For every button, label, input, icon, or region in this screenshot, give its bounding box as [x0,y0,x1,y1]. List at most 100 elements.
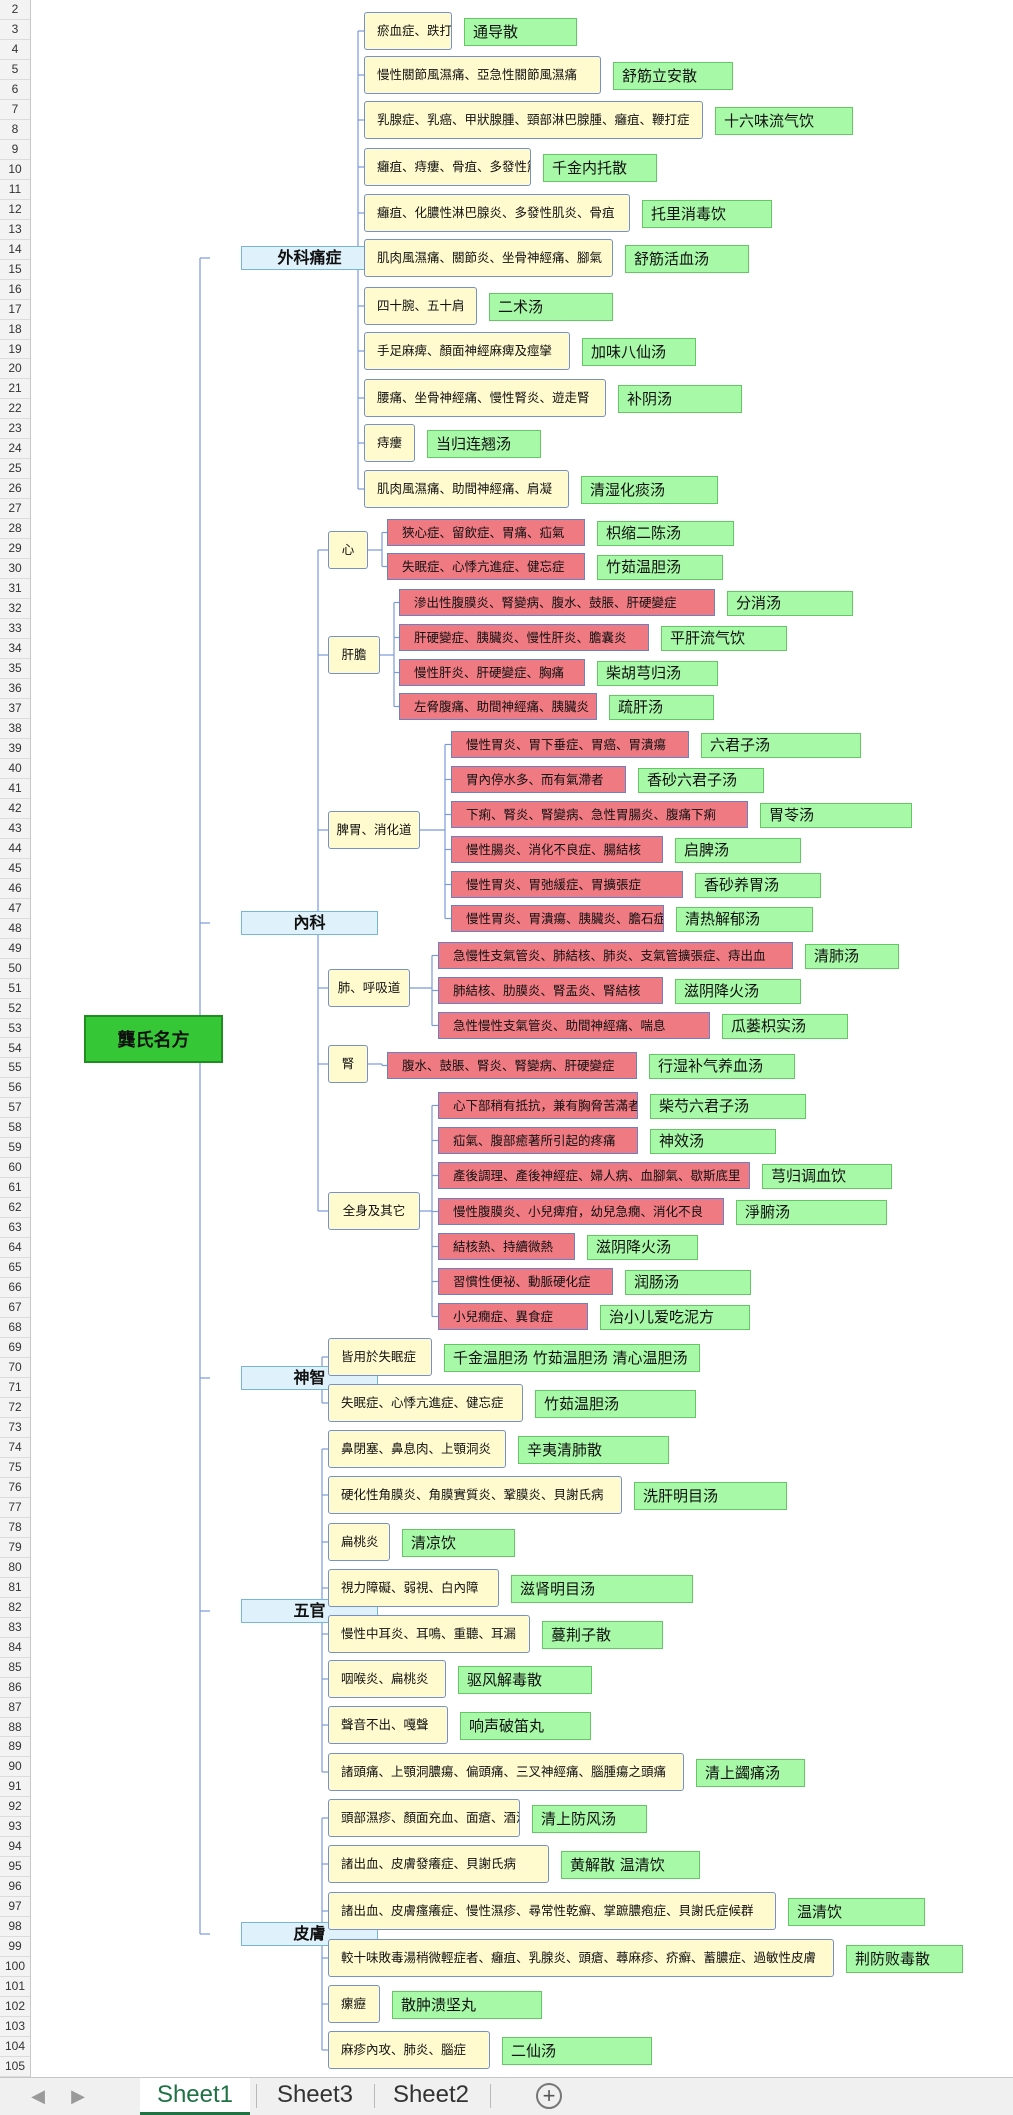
remedy-node[interactable]: 蔓荆子散 [542,1621,663,1649]
row-number[interactable]: 65 [0,1258,30,1279]
symptom-node[interactable]: 慢性胃炎、胃下垂症、胃癌、胃潰瘍 [451,731,689,758]
sheet-tab-3[interactable]: Sheet3 [276,2081,354,2108]
remedy-node[interactable]: 温清饮 [788,1898,925,1926]
sheet-tab-2[interactable]: Sheet2 [392,2081,470,2108]
row-number[interactable]: 24 [0,439,30,460]
symptom-node[interactable]: 痔瘻 [364,424,415,462]
symptom-node[interactable]: 肌肉風濕痛、關節炎、坐骨神經痛、腳氣 [364,239,613,277]
symptom-node[interactable]: 失眠症、心悸亢進症、健忘症 [387,553,585,580]
row-number[interactable]: 40 [0,759,30,779]
row-number[interactable]: 8 [0,120,30,140]
row-number[interactable]: 15 [0,260,30,280]
row-number[interactable]: 2 [0,0,30,20]
row-number[interactable]: 93 [0,1817,30,1838]
row-number[interactable]: 48 [0,919,30,939]
remedy-node[interactable]: 竹茹温胆汤 [597,555,723,580]
root-node[interactable]: 龔氏名方 [84,1015,223,1063]
scroll-first-sheet-icon[interactable]: ◀ [31,2086,45,2106]
row-number[interactable]: 26 [0,479,30,500]
row-number[interactable]: 53 [0,1019,30,1039]
row-number[interactable]: 21 [0,379,30,400]
row-number[interactable]: 70 [0,1358,30,1378]
row-number[interactable]: 89 [0,1737,30,1758]
remedy-node[interactable]: 荆防败毒散 [846,1945,963,1973]
symptom-node[interactable]: 腹水、鼓脹、腎炎、腎變病、肝硬變症 [387,1052,637,1079]
row-number[interactable]: 86 [0,1678,30,1698]
remedy-node[interactable]: 清湿化痰汤 [581,476,718,504]
remedy-node[interactable]: 驱风解毒散 [458,1666,592,1694]
add-sheet-icon[interactable]: + [536,2083,562,2109]
remedy-node[interactable]: 舒筋立安散 [613,62,733,90]
scroll-next-sheet-icon[interactable]: ▶ [71,2086,85,2106]
row-number[interactable]: 51 [0,979,30,999]
row-number[interactable]: 35 [0,659,30,680]
row-number[interactable]: 87 [0,1698,30,1718]
row-number[interactable]: 69 [0,1338,30,1359]
row-number[interactable]: 82 [0,1598,30,1618]
row-number[interactable]: 18 [0,320,30,340]
symptom-node[interactable]: 癰疽、痔瘻、骨疽、多發性筋炎 [364,148,531,186]
symptom-node[interactable]: 慢性腹膜炎、小兒痺疳，幼兒急癇、消化不良 [438,1198,724,1225]
remedy-node[interactable]: 辛夷清肺散 [518,1436,669,1464]
row-number[interactable]: 105 [0,2057,30,2077]
symptom-node[interactable]: 乳腺症、乳癌、甲狀腺腫、頸部淋巴腺腫、癰疽、鞭打症 [364,101,703,139]
row-number[interactable]: 31 [0,579,30,600]
row-number[interactable]: 58 [0,1118,30,1139]
remedy-node[interactable]: 柴芍六君子汤 [650,1094,806,1119]
symptom-node[interactable]: 扁桃炎 [328,1523,390,1561]
row-number[interactable]: 83 [0,1618,30,1638]
symptom-node[interactable]: 皆用於失眠症 [328,1338,432,1376]
row-number[interactable]: 64 [0,1238,30,1259]
row-number[interactable]: 23 [0,419,30,440]
row-number[interactable]: 84 [0,1638,30,1658]
symptom-node[interactable]: 鼻閉塞、鼻息肉、上顎洞炎 [328,1430,506,1468]
row-number[interactable]: 50 [0,959,30,979]
remedy-node[interactable]: 分消汤 [727,591,853,616]
row-number[interactable]: 99 [0,1937,30,1958]
row-number[interactable]: 16 [0,280,30,300]
row-number[interactable]: 91 [0,1777,30,1798]
symptom-node[interactable]: 狹心症、留飲症、胃痛、疝氣 [387,519,585,546]
symptom-node[interactable]: 急慢性支氣管炎、肺結核、肺炎、支氣管擴張症、痔出血 [438,942,793,969]
remedy-node[interactable]: 启脾汤 [675,838,801,863]
row-number[interactable]: 47 [0,899,30,919]
remedy-node[interactable]: 平肝流气饮 [661,626,787,651]
row-number[interactable]: 10 [0,160,30,180]
row-number[interactable]: 88 [0,1718,30,1738]
remedy-node[interactable]: 六君子汤 [701,733,861,758]
row-number[interactable]: 11 [0,180,30,200]
row-number[interactable]: 17 [0,300,30,320]
symptom-node[interactable]: 左脅腹痛、助間神經痛、胰臟炎 [399,693,597,720]
symptom-node[interactable]: 較十味敗毒湯稍微輕症者、癰疽、乳腺炎、頭瘡、蕁麻疹、疥癬、蓄膿症、過敏性皮膚 [328,1939,834,1977]
row-number[interactable]: 12 [0,200,30,220]
row-number[interactable]: 29 [0,539,30,560]
subcategory-gandan[interactable]: 肝膽 [328,636,380,674]
row-number[interactable]: 102 [0,1997,30,2018]
row-number[interactable]: 79 [0,1538,30,1558]
remedy-node[interactable]: 二仙汤 [502,2037,652,2065]
row-number[interactable]: 73 [0,1418,30,1438]
symptom-node[interactable]: 頭部濕疹、顏面充血、面瘡、酒渣鼻 [328,1799,520,1837]
symptom-node[interactable]: 慢性胃炎、胃弛緩症、胃擴張症 [451,871,683,898]
row-number[interactable]: 49 [0,939,30,959]
symptom-node[interactable]: 疝氣、腹部癒著所引起的疼痛 [438,1127,638,1154]
row-number[interactable]: 100 [0,1957,30,1978]
row-number[interactable]: 62 [0,1198,30,1219]
remedy-node[interactable]: 洗肝明目汤 [634,1482,787,1510]
remedy-node[interactable]: 响声破笛丸 [460,1712,591,1740]
symptom-node[interactable]: 硬化性角膜炎、角膜實質炎、鞏膜炎、貝謝氏病 [328,1476,622,1514]
remedy-node[interactable]: 清肺汤 [805,944,899,969]
row-number[interactable]: 44 [0,839,30,859]
remedy-node[interactable]: 散肿溃坚丸 [392,1991,542,2019]
row-number[interactable]: 28 [0,519,30,540]
row-number[interactable]: 96 [0,1877,30,1898]
remedy-node[interactable]: 胃苓汤 [760,803,912,828]
remedy-node[interactable]: 舒筋活血汤 [625,245,749,273]
symptom-node[interactable]: 手足麻痺、顏面神經麻痺及痙攣 [364,332,570,370]
row-number[interactable]: 90 [0,1757,30,1778]
symptom-node[interactable]: 結核熱、持續微熱 [438,1233,575,1260]
symptom-node[interactable]: 咽喉炎、扁桃炎 [328,1660,446,1698]
symptom-node[interactable]: 小兒癇症、異食症 [438,1303,588,1330]
remedy-node[interactable]: 疏肝汤 [609,695,714,720]
